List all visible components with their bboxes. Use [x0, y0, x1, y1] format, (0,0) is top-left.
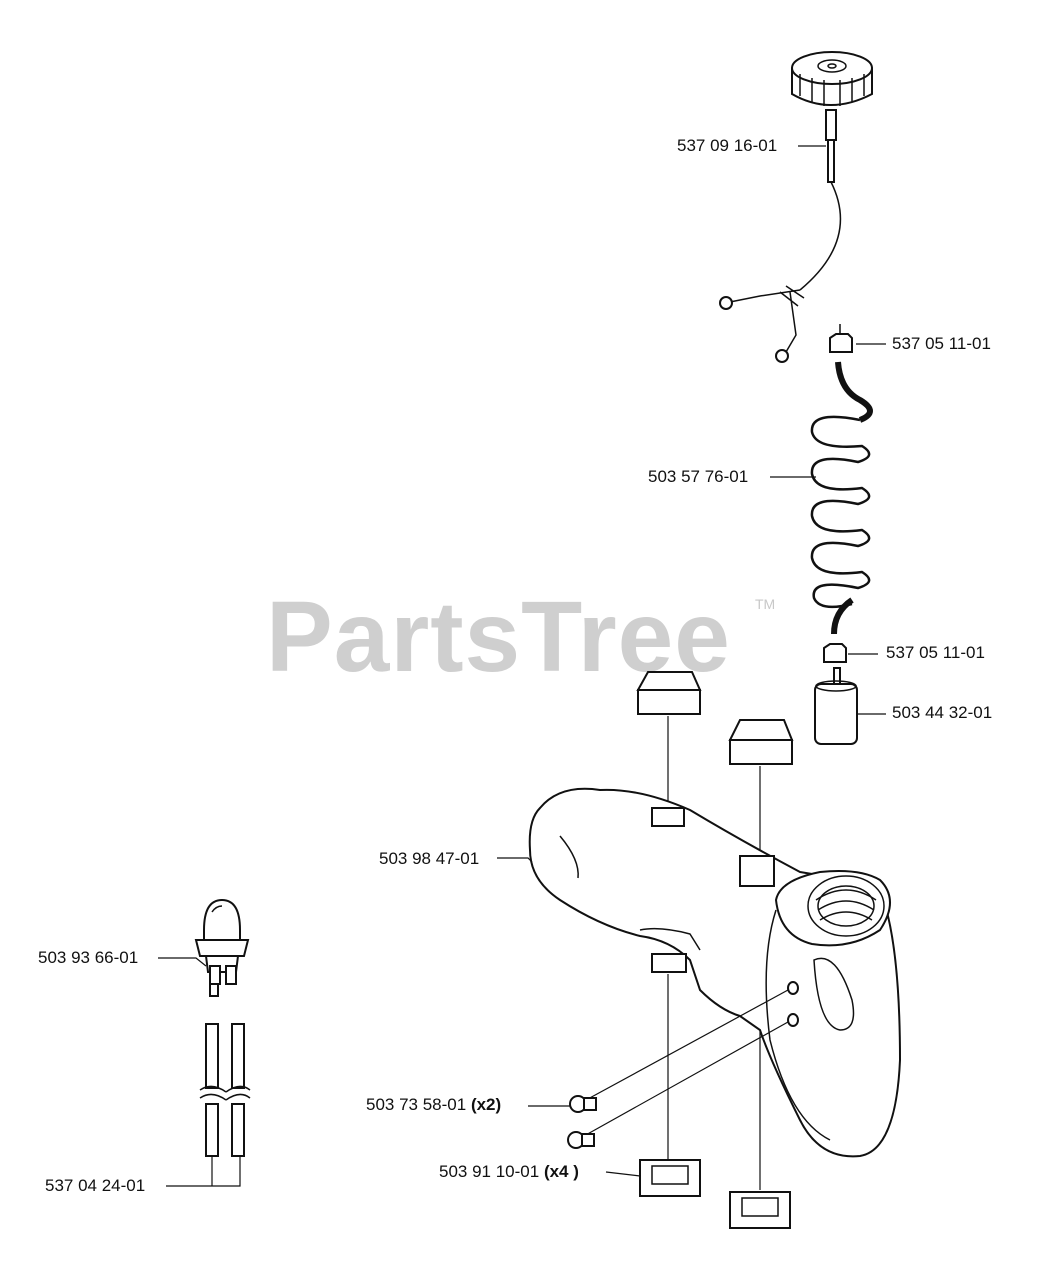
- fuel-line-drawing[interactable]: [199, 1023, 251, 1157]
- part-number: 503 73 58-01: [366, 1095, 467, 1114]
- part-number: 503 44 32-01: [892, 703, 993, 722]
- part-quantity: (x4 ): [543, 1162, 579, 1181]
- part-number: 503 98 47-01: [379, 849, 480, 868]
- part-quantity: (x2): [470, 1095, 502, 1114]
- fitting-top-drawing[interactable]: [829, 324, 853, 353]
- fuel-filter-drawing[interactable]: [814, 667, 858, 745]
- part-number: 503 93 66-01: [38, 948, 139, 967]
- fuel-cap-drawing[interactable]: [719, 51, 873, 363]
- part-label-rubber-mount[interactable]: 503 91 10-01 (x4 ): [439, 1162, 579, 1182]
- fuel-tank-drawing[interactable]: [528, 787, 902, 1190]
- part-label-fuel-tank[interactable]: 503 98 47-01: [379, 849, 479, 869]
- part-label-fuel-line[interactable]: 537 04 24-01: [45, 1176, 145, 1196]
- part-number: 537 04 24-01: [45, 1176, 146, 1195]
- part-label-primer-bulb[interactable]: 503 93 66-01: [38, 948, 138, 968]
- part-label-fuel-filter[interactable]: 503 44 32-01: [892, 703, 992, 723]
- primer-bulb-drawing[interactable]: [194, 898, 250, 997]
- part-label-fitting-bottom[interactable]: 537 05 11-01: [886, 643, 985, 663]
- part-label-fuel-cap[interactable]: 537 09 16-01: [677, 136, 777, 156]
- part-number: 537 09 16-01: [677, 136, 778, 155]
- part-number: 503 91 10-01: [439, 1162, 540, 1181]
- rubber-mount-top-drawing[interactable]: [636, 671, 794, 854]
- rubber-mount-bottom-drawing[interactable]: [639, 1159, 791, 1229]
- part-number: 503 57 76-01: [648, 467, 749, 486]
- fitting-bottom-drawing[interactable]: [823, 643, 847, 663]
- part-number: 537 05 11-01: [892, 334, 991, 353]
- grommet-drawing[interactable]: [567, 989, 789, 1149]
- part-number: 537 05 11-01: [886, 643, 985, 662]
- part-label-fuel-hose-coil[interactable]: 503 57 76-01: [648, 467, 748, 487]
- part-label-grommet[interactable]: 503 73 58-01 (x2): [366, 1095, 501, 1115]
- watermark-trademark: TM: [755, 596, 776, 612]
- fuel-hose-coil-drawing[interactable]: [810, 361, 873, 635]
- part-label-fitting-top[interactable]: 537 05 11-01: [892, 334, 991, 354]
- leader-lines: [158, 145, 886, 1187]
